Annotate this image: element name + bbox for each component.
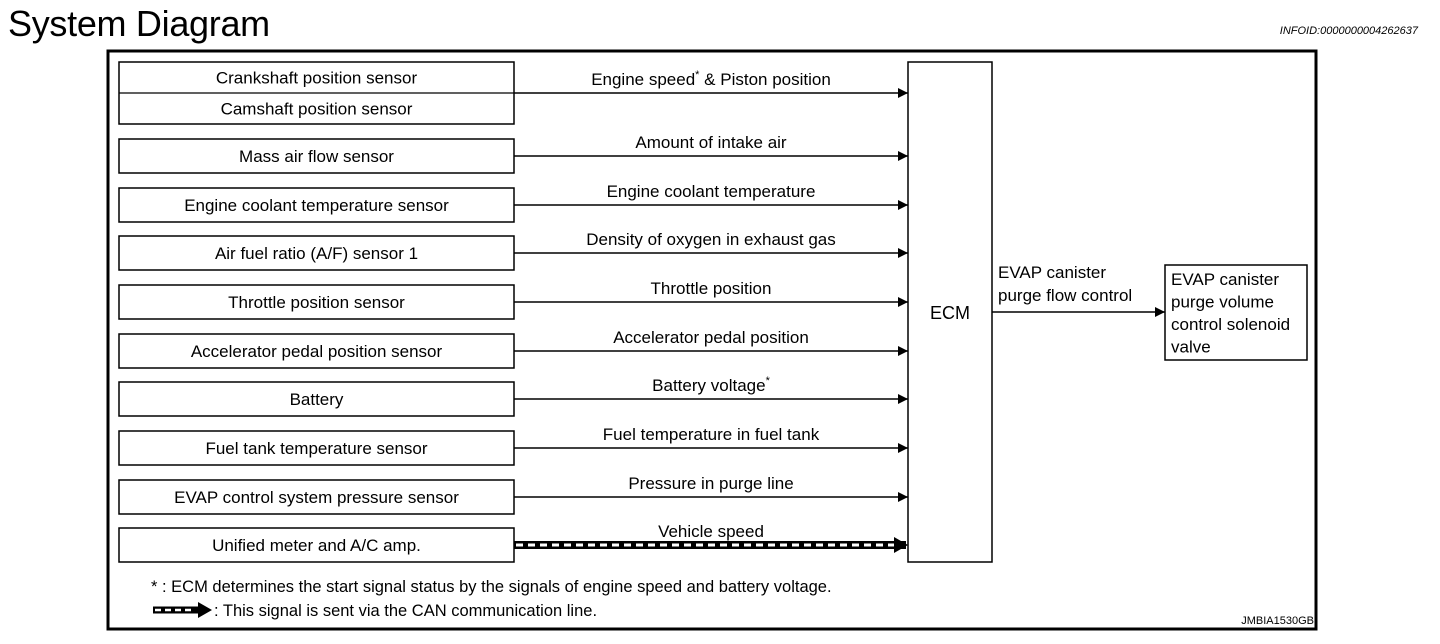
sensor-box [118,284,515,320]
sensor-box [118,187,515,223]
sensor-label: Battery [290,390,344,409]
actuator-label: valve [1171,338,1211,357]
input-row: Air fuel ratio (A/F) sensor 1 Density of … [118,230,908,271]
input-row: Fuel tank temperature sensor Fuel tempera… [118,425,908,466]
signal-label: Pressure in purge line [628,474,793,493]
ecm-box [907,61,993,563]
sensor-label: Camshaft position sensor [221,100,413,119]
input-row: Accelerator pedal position sensor Acceler… [118,328,908,369]
sensor-box [118,333,515,369]
sensor-box [118,381,515,417]
output-signal-label: EVAP canister [998,263,1106,282]
signal-label: Density of oxygen in exhaust gas [586,230,835,249]
can-legend-arrowhead [198,602,212,618]
can-footnote: : This signal is sent via the CAN commun… [214,602,597,620]
page-title: System Diagram [8,3,270,44]
input-row: Throttle position sensor Throttle positio… [118,279,908,320]
arrowhead [894,537,908,553]
signal-label: Fuel temperature in fuel tank [603,425,820,444]
sensor-label: Mass air flow sensor [239,147,394,166]
signal-label: Engine coolant temperature [607,182,816,201]
sensor-label: Accelerator pedal position sensor [191,342,443,361]
sensor-box [118,479,515,515]
figure-code: JMBIA1530GB [1241,615,1314,627]
sensor-label: Engine coolant temperature sensor [184,196,449,215]
sensor-box [118,527,515,563]
input-row: Unified meter and A/C amp. Vehicle speed [118,522,908,563]
input-row: EVAP control system pressure sensor Press… [118,474,908,515]
signal-label: Amount of intake air [635,133,787,152]
signal-label: Accelerator pedal position [613,328,809,347]
signal-label: Battery voltage* [652,375,770,395]
sensor-label: Air fuel ratio (A/F) sensor 1 [215,244,418,263]
sensor-label: EVAP control system pressure sensor [174,488,459,507]
sensor-label: Crankshaft position sensor [216,69,418,88]
input-row: Engine coolant temperature sensor Engine … [118,182,908,223]
output-signal-label: purge flow control [998,286,1132,305]
signal-label: Engine speed* & Piston position [591,69,831,89]
sensor-label: Fuel tank temperature sensor [205,439,427,458]
actuator-box [1164,264,1308,361]
input-row: Mass air flow sensor Amount of intake air [118,133,908,174]
sensor-box [118,235,515,271]
signal-label: Throttle position [651,279,772,298]
sensor-label: Throttle position sensor [228,293,405,312]
actuator-label: EVAP canister [1171,270,1279,289]
asterisk-footnote: * : ECM determines the start signal stat… [151,578,832,596]
actuator-label: control solenoid [1171,315,1290,334]
sensor-label: Unified meter and A/C amp. [212,536,421,555]
sensor-box [118,138,515,174]
input-row: Battery Battery voltage* [118,375,908,417]
ecm-label: ECM [930,303,970,323]
actuator-label: purge volume [1171,293,1274,312]
signal-label: Vehicle speed [658,522,764,541]
diagram-frame [106,49,1318,631]
info-id: INFOID:0000000004262637 [1279,25,1418,37]
sensor-box [118,430,515,466]
